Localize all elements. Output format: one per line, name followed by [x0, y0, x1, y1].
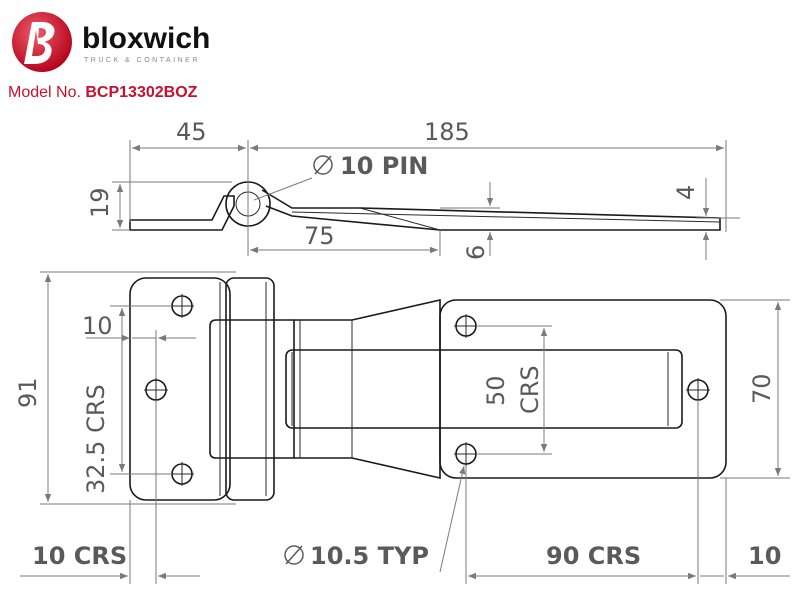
- dim-10-top: 10: [82, 312, 113, 340]
- side-view: [129, 181, 721, 231]
- plan-view-dimensions: 91 10 32.5 CRS 50 CRS 70 10 CRS: [14, 271, 790, 584]
- plan-view: [129, 277, 727, 501]
- dim-6: 6: [462, 245, 490, 260]
- dim-91: 91: [14, 377, 42, 408]
- bolt-hole-right-end: [686, 378, 710, 402]
- model-number: BCP13302BOZ: [85, 84, 198, 101]
- dim-45: 45: [176, 118, 207, 146]
- bolt-hole-left-top: [170, 294, 194, 318]
- brand-tagline: TRUCK & CONTAINER: [84, 57, 200, 64]
- bolt-hole-left-bottom: [170, 462, 194, 486]
- bloxwich-logo: bloxwich TRUCK & CONTAINER: [12, 12, 210, 72]
- dim-19: 19: [86, 187, 114, 218]
- dim-90-crs: 90 CRS: [546, 542, 641, 570]
- dim-10-crs: 10 CRS: [32, 542, 127, 570]
- bolt-hole-left-mid: [144, 378, 168, 402]
- dim-32-5-crs: 32.5 CRS: [82, 384, 110, 494]
- dim-4: 4: [672, 185, 700, 200]
- bolt-hole-right-bottom: [454, 442, 478, 466]
- bolt-hole-right-top: [454, 314, 478, 338]
- model-number-line: Model No. BCP13302BOZ: [8, 84, 197, 102]
- dim-50-crs: CRS: [516, 365, 544, 414]
- dim-10-5-typ: 10.5 TYP: [310, 542, 429, 570]
- dim-75: 75: [304, 222, 335, 250]
- dim-pin: 10 PIN: [340, 152, 428, 180]
- side-view-dimensions: 45 185 19 10 PIN 4 75 6: [86, 118, 740, 260]
- dim-185: 185: [424, 118, 470, 146]
- brand-name: bloxwich: [82, 22, 210, 55]
- dim-50: 50: [482, 375, 510, 406]
- dim-10-right: 10: [748, 542, 781, 570]
- model-label: Model No.: [8, 84, 81, 101]
- dim-70: 70: [748, 373, 776, 404]
